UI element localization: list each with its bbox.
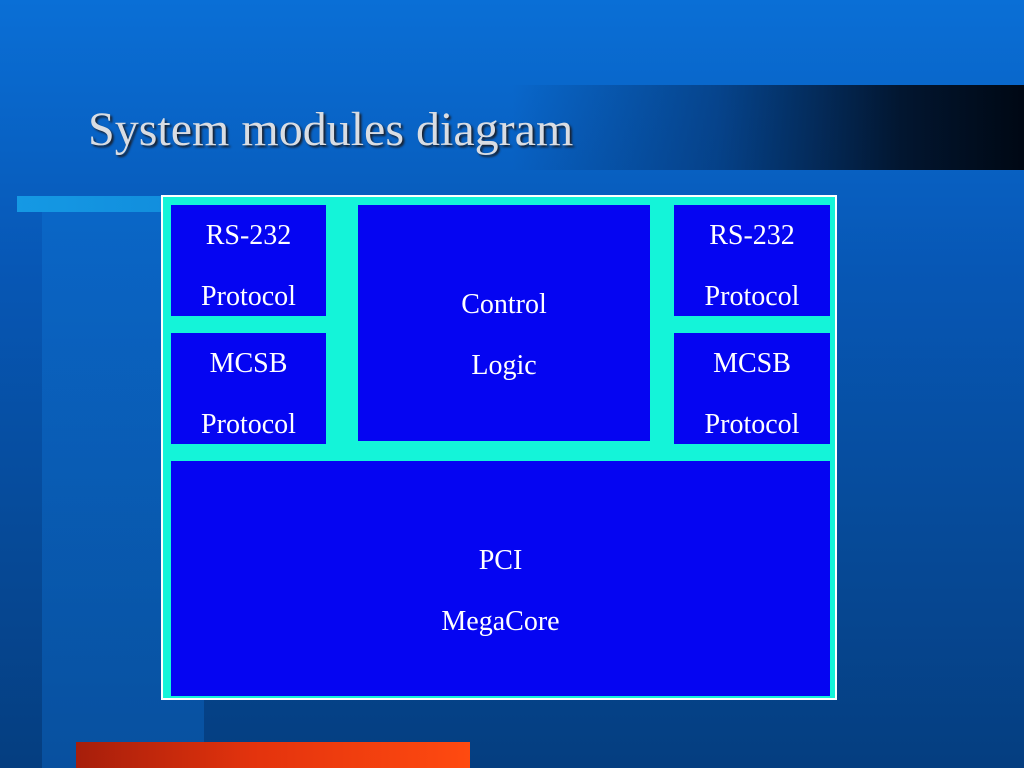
module-name: MCSB [209,348,288,379]
title-band [0,85,1024,170]
mcsb-protocol-module-right: MCSB Protocol [674,333,830,444]
module-name: RS-232 [205,220,292,251]
mcsb-protocol-module-left: MCSB Protocol [171,333,326,444]
slide-title: System modules diagram [88,103,574,156]
module-type: Logic [471,350,537,381]
rs232-protocol-module-left: RS-232 Protocol [171,205,326,316]
module-name: MCSB [713,348,791,379]
module-name: RS-232 [709,220,795,251]
module-type: MegaCore [441,606,560,637]
decorative-bottom-bar [76,742,470,768]
pci-megacore-module: PCI MegaCore [171,461,830,696]
module-type: Protocol [201,409,296,440]
rs232-protocol-module-right: RS-232 Protocol [674,205,830,316]
module-type: Protocol [704,409,800,440]
module-name: Control [461,289,547,320]
module-type: Protocol [201,281,296,312]
module-type: Protocol [704,281,800,312]
system-modules-diagram: RS-232 Protocol MCSB Protocol Control Lo… [161,195,837,700]
module-name: PCI [478,545,523,576]
control-logic-module: Control Logic [358,205,650,441]
